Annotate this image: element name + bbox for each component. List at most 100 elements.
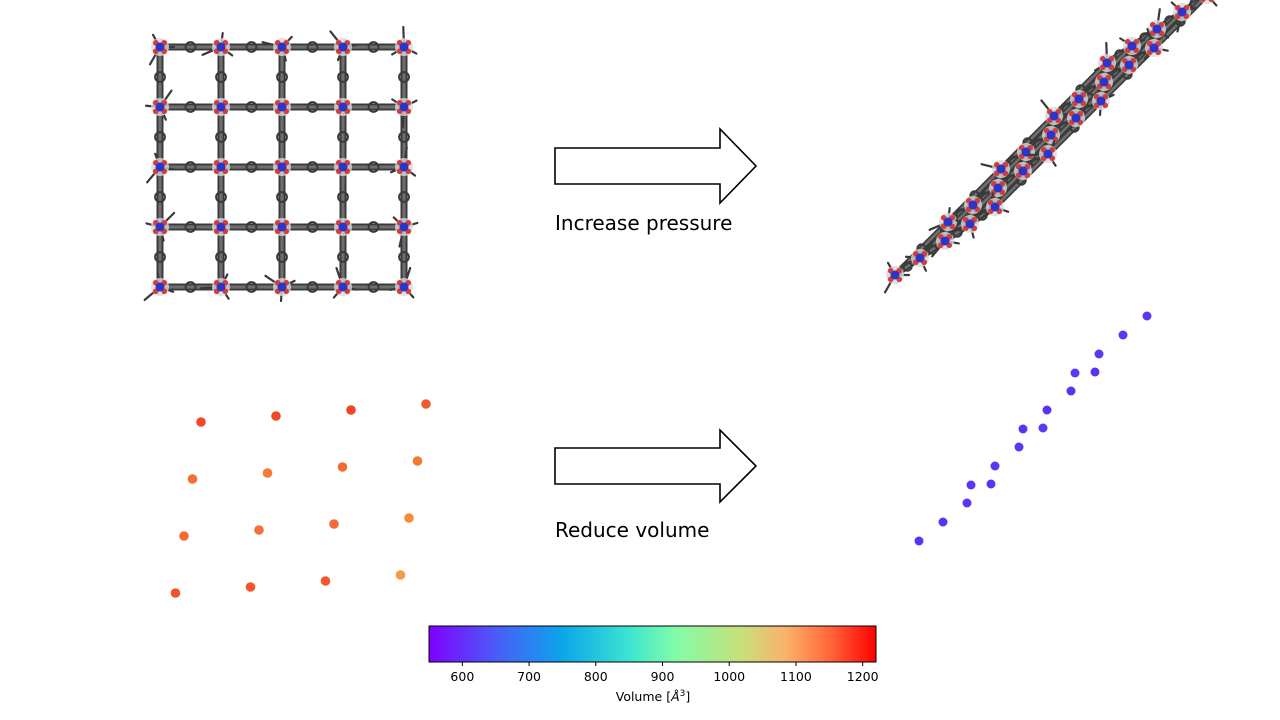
colorbar-tick-label: 1200 [847,669,879,684]
phenyl-ring [306,221,319,233]
volume-point [170,588,181,598]
phenyl-ring [245,281,258,293]
phenyl-ring [367,281,380,293]
increase-pressure-label: Increase pressure [555,211,733,235]
metal-atom [155,222,165,232]
volume-point [1018,424,1028,434]
phenyl-ring [215,251,227,263]
phenyl-ring [276,191,288,203]
volume-point [938,517,948,527]
metal-atom [1049,111,1059,121]
volume-point [412,456,423,466]
volume-point [1094,349,1104,359]
metal-atom [968,200,978,210]
phenyl-ring [337,191,349,203]
metal-atom [216,42,226,52]
phenyl-ring [306,161,319,173]
phenyl-ring [337,251,349,263]
linker-highlight [1047,100,1102,155]
metal-atom [1099,77,1109,87]
metal-atom [1043,149,1053,159]
metal-atom [338,42,348,52]
increase-pressure-arrow [554,127,758,205]
volume-point [1142,311,1152,321]
metal-atom [155,42,165,52]
metal-atom [277,222,287,232]
metal-atom [338,162,348,172]
metal-atom [1177,7,1187,17]
volume-point [986,479,996,489]
colorbar-title: Volume [Å3] [616,689,691,704]
volume-point [962,498,972,508]
volume-point [196,417,206,427]
colorbar-gradient [428,625,877,663]
phenyl-ring [184,281,197,293]
metal-atom [1149,43,1159,53]
phenyl-ring [306,281,319,293]
metal-atom [1102,58,1112,68]
phenyl-ring [276,251,288,263]
phenyl-ring [367,41,380,53]
phenyl-ring [215,191,227,203]
reduce-volume-arrow [554,428,758,504]
volume-point [187,474,198,484]
metal-atom [399,222,409,232]
metal-atom [890,270,900,280]
phenyl-ring [398,251,410,263]
metal-atom [940,236,950,246]
volume-point [346,405,356,415]
colorbar-tick-label: 900 [651,669,675,684]
metal-atom [338,282,348,292]
colorbar-tick-label: 1000 [713,669,745,684]
metal-atom [990,202,1000,212]
phenyl-ring [184,41,197,53]
phenyl-ring [154,71,166,83]
metal-atom [216,162,226,172]
oxygen-atom [1200,0,1206,3]
phenyl-ring [398,191,410,203]
volume-point [1090,367,1100,377]
metal-atom [1096,96,1106,106]
metal-atom [996,164,1006,174]
volume-point [1118,330,1128,340]
metal-atom [216,222,226,232]
linker-highlight [994,153,1049,208]
metal-atom [993,183,1003,193]
metal-atom [399,102,409,112]
volume-point [914,536,924,546]
volume-point [990,461,1000,471]
phenyl-ring [902,261,913,272]
metal-atom [277,42,287,52]
metal-atom [399,162,409,172]
metal-atom [943,217,953,227]
metal-atom [155,282,165,292]
collapsed-framework-structure [883,0,1218,294]
metal-atom [1071,113,1081,123]
metal-atom [1124,60,1134,70]
oxygen-atom [1208,0,1214,3]
phenyl-ring [306,101,319,113]
metal-atom [399,282,409,292]
phenyl-ring [215,131,227,143]
volume-point [421,399,431,409]
phenyl-ring [245,221,258,233]
metal-atom [1046,130,1056,140]
volume-point [395,570,406,580]
volume-point [262,468,273,478]
phenyl-ring [184,101,197,113]
volume-point [966,480,976,490]
metal-atom [1074,94,1084,104]
volume-point [329,519,339,529]
phenyl-ring [154,131,166,143]
metal-atom [965,219,975,229]
metal-atom [1152,24,1162,34]
metal-atom [216,282,226,292]
metal-atom [1018,166,1028,176]
metal-atom [155,102,165,112]
metal-atom [915,253,925,263]
metal-atom [399,42,409,52]
volume-point [1070,368,1080,378]
phenyl-ring [367,161,380,173]
